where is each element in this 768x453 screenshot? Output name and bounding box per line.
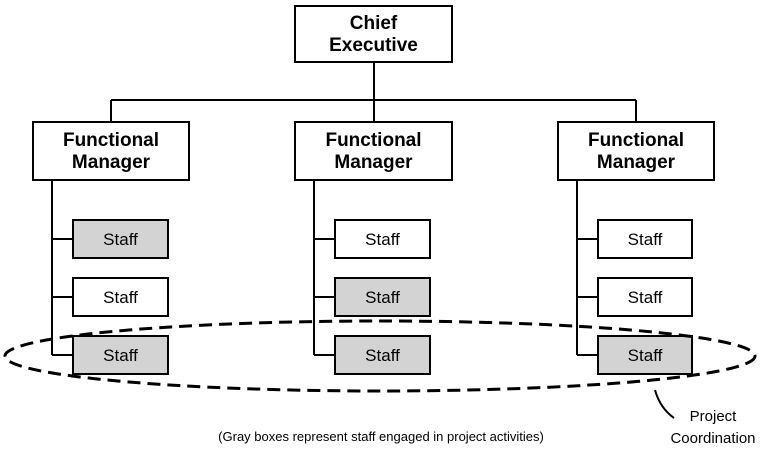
staff-box: Staff xyxy=(334,277,431,317)
staff-box: Staff xyxy=(72,277,169,317)
functional-manager-box-3: Functional Manager xyxy=(557,121,715,181)
staff-box: Staff xyxy=(72,335,169,375)
staff-box-fill xyxy=(72,335,169,375)
staff-box-fill xyxy=(597,219,693,259)
project-coordination-ellipse xyxy=(3,319,757,393)
staff-box: Staff xyxy=(597,335,693,375)
manager-line-2: Manager xyxy=(597,152,676,173)
manager-line-1: Functional xyxy=(325,130,421,151)
staff-box-fill xyxy=(597,335,693,375)
staff-label: Staff xyxy=(365,346,400,365)
staff-box: Staff xyxy=(597,219,693,259)
staff-box: Staff xyxy=(334,335,431,375)
staff-label: Staff xyxy=(103,288,138,307)
staff-label: Staff xyxy=(103,346,138,365)
legend-note: (Gray boxes represent staff engaged in p… xyxy=(218,429,544,444)
staff-label: Staff xyxy=(628,288,663,307)
staff-box-fill xyxy=(597,277,693,317)
connector-lines xyxy=(51,62,637,356)
staff-box-fill xyxy=(72,219,169,259)
manager-line-2: Manager xyxy=(334,152,413,173)
staff-box-fill xyxy=(334,277,431,317)
staff-label: Staff xyxy=(628,230,663,249)
coordination-label-line-1: Project xyxy=(690,408,738,425)
staff-label: Staff xyxy=(365,230,400,249)
manager-line-1: Functional xyxy=(63,130,159,151)
chief-line-1: Chief xyxy=(350,13,398,34)
chief-executive-box: Chief Executive xyxy=(294,5,453,63)
coordination-callout-line xyxy=(654,389,675,419)
staff-label: Staff xyxy=(365,288,400,307)
staff-label: Staff xyxy=(103,230,138,249)
staff-label: Staff xyxy=(628,346,663,365)
staff-box: Staff xyxy=(72,219,169,259)
manager-line-2: Manager xyxy=(72,152,151,173)
staff-box: Staff xyxy=(334,219,431,259)
coordination-label-line-2: Coordination xyxy=(670,430,755,447)
functional-manager-box-1: Functional Manager xyxy=(32,121,190,181)
staff-box: Staff xyxy=(597,277,693,317)
chief-line-2: Executive xyxy=(329,35,418,56)
manager-line-1: Functional xyxy=(588,130,684,151)
staff-box-fill xyxy=(334,219,431,259)
staff-box-fill xyxy=(72,277,169,317)
staff-box-fill xyxy=(334,335,431,375)
functional-manager-box-2: Functional Manager xyxy=(294,121,453,181)
